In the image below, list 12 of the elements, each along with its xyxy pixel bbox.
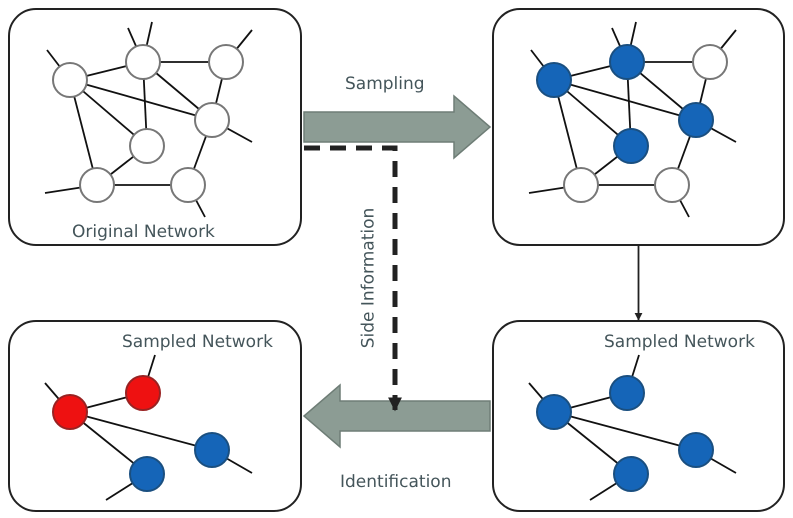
edge-label: Sampling — [345, 74, 425, 94]
dashed-arrow — [304, 146, 402, 412]
panel-title: Sampled Network — [604, 332, 755, 352]
network-panel — [492, 8, 785, 246]
network-panel — [492, 320, 785, 512]
panel-title: Original Network — [72, 222, 215, 242]
panel-title: Sampled Network — [122, 332, 273, 352]
block-arrow — [303, 94, 492, 160]
network-panel — [8, 320, 302, 512]
arrow — [634, 246, 642, 321]
block-arrow — [302, 383, 491, 449]
network-panel — [8, 8, 302, 246]
